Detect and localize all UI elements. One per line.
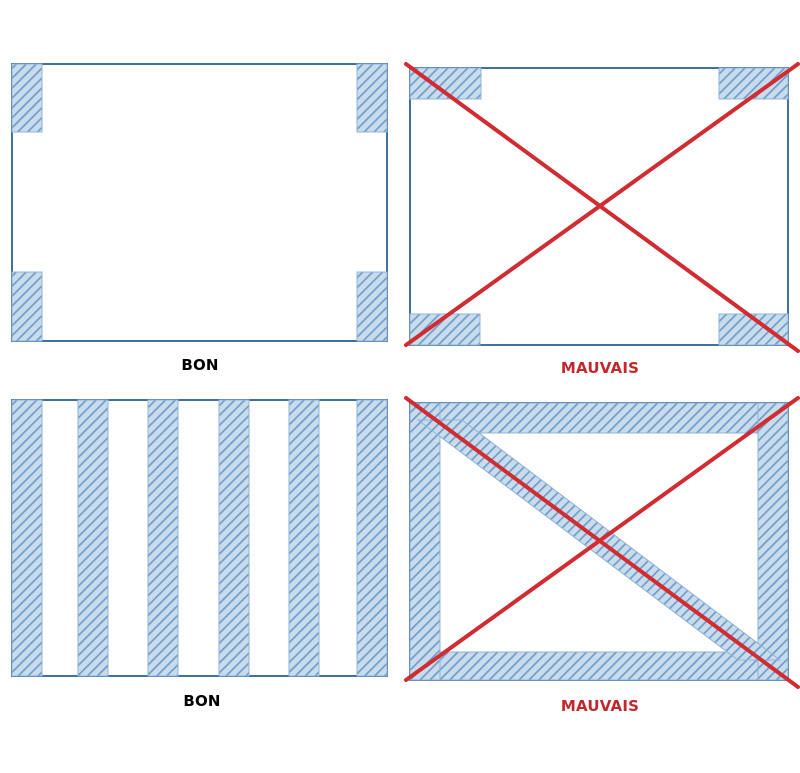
corner-block [11,271,43,342]
stripe-block [147,399,179,677]
corner-block [356,271,388,342]
corner-block [11,63,43,133]
cross-mark-line [404,62,800,353]
panel-corners-bad [404,62,800,353]
caption-corners-good: BON [181,356,219,374]
cross-mark-line [404,62,800,347]
panel-stripes-good [11,399,388,677]
panel-frame-bad [404,396,800,689]
corner-block [356,63,388,133]
stripe-block [77,399,109,677]
panel-corners-good [11,63,388,342]
cross-mark-line [404,396,800,682]
panel-frame [11,399,388,677]
frame-block-left [409,402,441,681]
stripe-block [356,399,388,677]
frame-block-right [757,402,789,681]
caption-frame-bad: MAUVAIS [560,697,640,715]
panel-frame [409,67,789,346]
stripe-block [288,399,320,677]
panel-frame [11,63,388,342]
caption-stripes-good: BON [183,692,221,710]
caption-corners-bad: MAUVAIS [560,359,640,377]
stripe-block [218,399,250,677]
cross-mark-line [404,396,800,689]
frame-block-bottom [409,651,789,681]
stripe-block [11,399,43,677]
